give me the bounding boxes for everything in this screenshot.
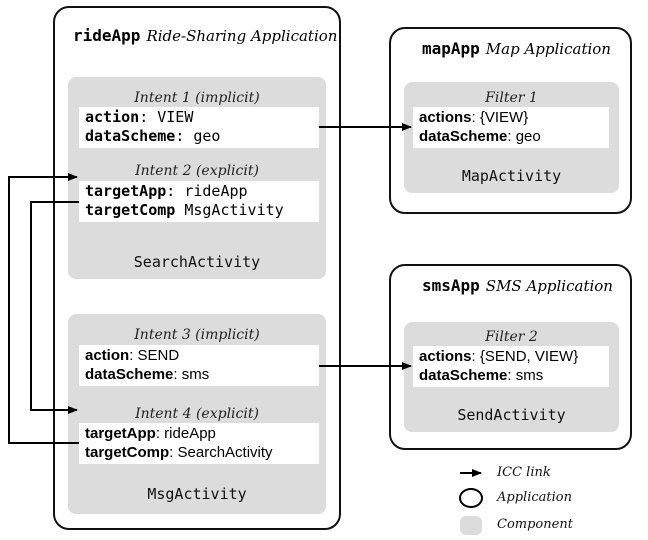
filter-1-actions-row: actions: {VIEW}: [419, 109, 529, 126]
intent-4-title: Intent 4 (explicit): [135, 406, 259, 422]
app-sms-title: smsApp SMS Application: [422, 276, 613, 296]
legend-application-icon: [459, 488, 483, 508]
legend-application-label: Application: [497, 490, 572, 505]
filter-1-datascheme-row: dataScheme: geo: [419, 128, 541, 145]
intent-3-action-row: action: SEND: [85, 347, 180, 364]
app-map-title: mapApp Map Application: [422, 39, 611, 59]
intent-3-datascheme-row: dataScheme: sms: [85, 366, 210, 383]
icc-link-intent4-to-searchactivity: [8, 173, 79, 444]
intent-1-action-row: action: VIEW: [85, 108, 194, 126]
app-map-name: mapApp: [422, 39, 480, 58]
intent-2-targetcomp-row: targetComp MsgActivity: [85, 201, 284, 219]
legend-icc-link-label: ICC link: [497, 465, 551, 480]
app-sms-name: smsApp: [422, 276, 480, 295]
app-ride-title: rideApp Ride-Sharing Application: [73, 26, 337, 46]
intent-1-box: action: VIEW dataScheme: geo: [79, 107, 319, 148]
filter-2-box: actions: {SEND, VIEW} dataScheme: sms: [413, 346, 609, 387]
component-map-name: MapActivity: [461, 167, 562, 185]
intent-4-box: targetApp: rideApp targetComp: SearchAct…: [79, 423, 319, 464]
intent-2-targetapp-row: targetApp: rideApp: [85, 182, 248, 200]
component-msg-name: MsgActivity: [147, 485, 247, 503]
intent-2-box: targetApp: rideApp targetComp MsgActivit…: [79, 181, 319, 222]
intent-3-box: action: SEND dataScheme: sms: [79, 345, 319, 386]
intent-2-title: Intent 2 (explicit): [135, 163, 259, 179]
intent-3-title: Intent 3 (implicit): [134, 327, 260, 343]
filter-1-box: actions: {VIEW} dataScheme: geo: [413, 107, 609, 148]
intent-4-targetapp-row: targetApp: rideApp: [85, 425, 216, 442]
legend-component-label: Component: [497, 517, 573, 532]
intent-4-targetcomp-row: targetComp: SearchActivity: [85, 444, 273, 461]
filter-2-actions-row: actions: {SEND, VIEW}: [419, 348, 579, 365]
filter-1-title: Filter 1: [485, 90, 538, 106]
component-search-name: SearchActivity: [133, 253, 261, 271]
icc-link-intent2-to-msgactivity: [30, 201, 79, 414]
intent-1-datascheme-row: dataScheme: geo: [85, 127, 221, 145]
filter-2-title: Filter 2: [485, 329, 538, 345]
app-ride-description: Ride-Sharing Application: [146, 27, 338, 45]
legend-component-icon: [460, 516, 482, 535]
app-map-description: Map Application: [485, 40, 611, 58]
component-send-name: SendActivity: [457, 406, 566, 424]
app-sms-description: SMS Application: [485, 277, 613, 295]
filter-2-datascheme-row: dataScheme: sms: [419, 367, 544, 384]
intent-1-title: Intent 1 (implicit): [134, 90, 260, 106]
app-ride-name: rideApp: [73, 26, 141, 45]
